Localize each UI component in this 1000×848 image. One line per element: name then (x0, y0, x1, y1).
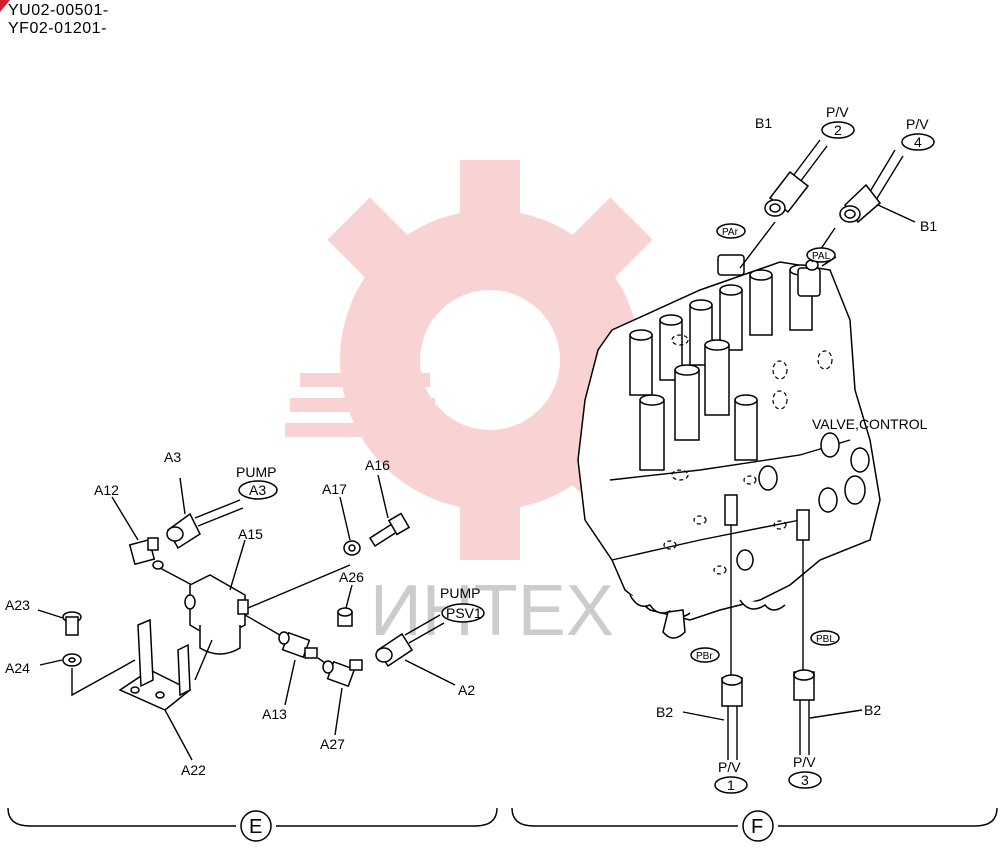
part-label-b2-right: B2 (864, 702, 881, 718)
washer-a24 (39, 653, 82, 667)
valve-control-label: VALVE,CONTROL (812, 416, 928, 432)
hose-b2-right (793, 540, 863, 755)
port-label-pbl: PBL (816, 634, 835, 645)
elbow-a27 (322, 659, 363, 736)
hose-b1-right (811, 149, 916, 263)
bracket-a22 (71, 618, 193, 761)
elbow-a13 (278, 631, 329, 706)
model-code-line-1: YU02-00501- (8, 2, 109, 19)
pv1-label: P/V (718, 759, 741, 775)
part-label-b1-left: B1 (755, 115, 772, 131)
part-label-a23: A23 (5, 597, 30, 613)
pv3-label: P/V (793, 754, 816, 770)
part-label-a26: A26 (339, 569, 364, 585)
bolt-a16 (368, 474, 411, 548)
section-label-f: F (751, 816, 763, 838)
hose-a2 (375, 614, 456, 686)
pv1-number: 1 (727, 777, 735, 793)
filter-a15 (184, 539, 351, 681)
pv3-number: 3 (801, 772, 809, 788)
port-label-pal: PAL (812, 251, 831, 262)
section-label-e: E (249, 816, 262, 838)
watermark-text: ИНТЕХ (370, 571, 614, 651)
pump-a3-label: PUMP (236, 464, 276, 480)
part-label-a24: A24 (5, 660, 30, 676)
part-label-b2-left: B2 (656, 704, 673, 720)
bolt-a23 (37, 609, 82, 636)
part-label-a22: A22 (181, 762, 206, 778)
pv2-label: P/V (826, 104, 849, 120)
part-label-b1-right: B1 (920, 218, 937, 234)
hose-a3 (166, 477, 244, 550)
port-label-pbr: PBr (696, 651, 713, 662)
port-label-par: PAr (722, 227, 739, 238)
pump-psv-bubble: PSV1 (446, 605, 482, 621)
part-label-a12: A12 (94, 482, 119, 498)
washer-a17 (339, 496, 361, 556)
model-code-line-2: YF02-01201- (8, 20, 107, 37)
part-label-a27: A27 (320, 736, 345, 752)
hose-b1-left (739, 139, 828, 269)
part-label-a2: A2 (458, 682, 475, 698)
section-bracket-f (511, 807, 998, 842)
part-label-a16: A16 (365, 457, 390, 473)
corner-mark-icon (0, 0, 10, 12)
pump-psv-label: PUMP (440, 585, 480, 601)
pv2-number: 2 (834, 122, 842, 138)
fitting-a26 (337, 584, 353, 627)
hose-b2-left (682, 525, 743, 760)
pump-a3-bubble: A3 (249, 482, 266, 498)
elbow-a12 (111, 496, 193, 586)
part-label-a15: A15 (238, 526, 263, 542)
pv4-number: 4 (914, 134, 922, 150)
part-label-a3: A3 (164, 449, 181, 465)
part-label-a17: A17 (322, 481, 347, 497)
pv4-label: P/V (906, 116, 929, 132)
section-bracket-e (7, 807, 498, 842)
part-label-a13: A13 (262, 706, 287, 722)
